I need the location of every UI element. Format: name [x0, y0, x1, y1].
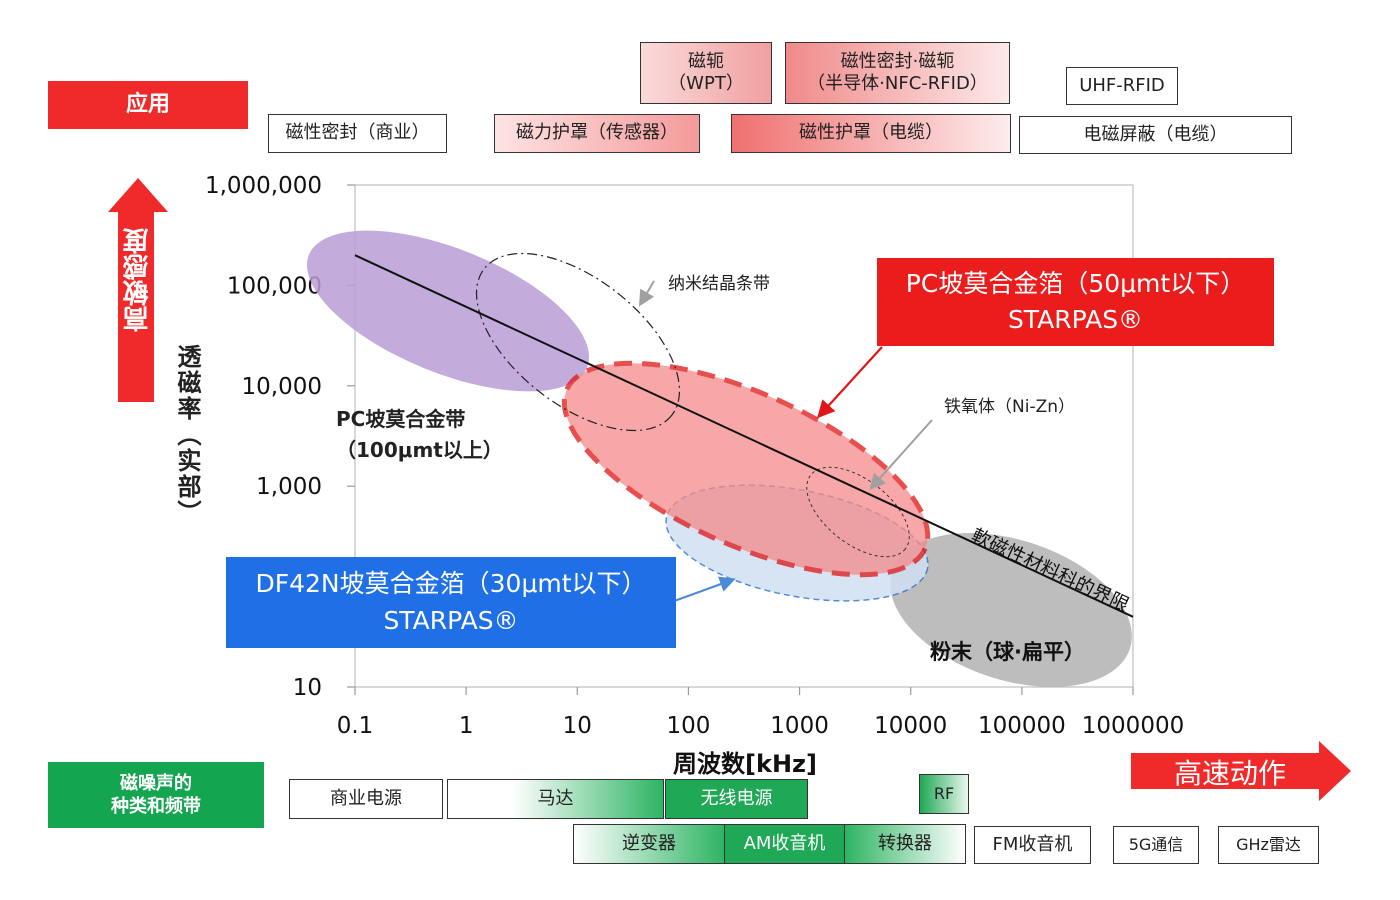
y-tick-label: 10: [293, 675, 322, 701]
nanocrystal-pointer: [638, 280, 655, 307]
noise-motor: 马达: [447, 779, 664, 819]
region-powder: [890, 533, 1132, 687]
y-tick-label: 10,000: [242, 374, 322, 400]
application-label: 应用: [48, 81, 248, 129]
region-pc-foil: [561, 360, 931, 578]
high-sensitivity-arrow: [108, 178, 168, 402]
app-emi-cable: 电磁屏蔽（电缆）: [1019, 116, 1292, 154]
ferrite-label: 铁氧体（Ni-Zn）: [944, 397, 1075, 417]
y-tick-group: 1,000,000 100,000 10,000 1,000 10: [205, 173, 355, 701]
df42n-pointer: [665, 576, 736, 605]
app-shield-sensor: 磁力护罩（传感器）: [494, 114, 700, 153]
noise-fm-radio: FM收音机: [974, 826, 1091, 864]
app-seal-yoke: 磁性密封·磁轭 （半导体·NFC-RFID）: [785, 42, 1010, 104]
y-tick-label: 100,000: [227, 273, 322, 299]
high-sensitivity-label: 高敏感度: [123, 228, 153, 332]
pc-foil-callout: PC坡莫合金箔（50μmt以下） STARPAS®: [877, 258, 1274, 346]
noise-type-label: 磁噪声的 种类和频带: [48, 762, 264, 828]
y-tick-label: 1,000: [256, 474, 322, 500]
powder-label: 粉末（球·扁平）: [930, 640, 1085, 664]
ferrite-pointer: [869, 419, 933, 490]
high-speed-label: 高速动作: [1173, 757, 1286, 790]
y-tick-label: 1,000,000: [205, 173, 322, 199]
x-tick-label: 10000: [874, 713, 947, 739]
x-tick-label: 100: [666, 713, 710, 739]
x-tick-label: 1000: [770, 713, 829, 739]
x-tick-group: 0.1 1 10 100 1000 10000 100000 1000000: [337, 687, 1184, 739]
x-tick-label: 1: [459, 713, 474, 739]
noise-commercial-power: 商业电源: [289, 779, 443, 819]
plot-frame: [354, 184, 1134, 688]
region-ferrite: [806, 466, 910, 558]
region-pc-strip: [306, 230, 590, 392]
noise-am-radio: AM收音机: [724, 824, 845, 864]
app-yoke-wpt: 磁轭 （WPT）: [640, 42, 772, 104]
high-speed-arrow: [1131, 741, 1351, 801]
y-axis-label: 透磁率（实部）: [173, 344, 201, 526]
app-uhf-rfid: UHF-RFID: [1066, 67, 1178, 105]
nanocrystal-label: 纳米结晶条带: [668, 274, 770, 294]
noise-rf: RF: [919, 774, 969, 814]
x-tick-label: 0.1: [337, 713, 374, 739]
x-tick-label: 1000000: [1082, 713, 1184, 739]
x-tick-label: 10: [563, 713, 592, 739]
noise-inverter: 逆变器: [573, 824, 725, 864]
app-shield-cable: 磁性护罩（电缆）: [731, 114, 1011, 153]
x-tick-label: 100000: [978, 713, 1066, 739]
df42n-foil-callout: DF42N坡莫合金箔（30μmt以下） STARPAS®: [226, 557, 676, 648]
soft-magnetic-limit-line: [354, 254, 1134, 618]
x-axis-label: 周波数[kHz]: [673, 750, 817, 778]
noise-ghz-radar: GHz雷达: [1218, 826, 1319, 864]
app-seal-commercial: 磁性密封（商业）: [268, 114, 447, 153]
noise-converter: 转换器: [844, 824, 966, 864]
region-nanocrystal: [475, 252, 681, 432]
pc-foil-pointer: [817, 346, 883, 419]
noise-wireless-power: 无线电源: [665, 779, 808, 819]
noise-5g: 5G通信: [1113, 826, 1199, 864]
pc-strip-label: PC坡莫合金带 （100μmt以上）: [336, 407, 503, 462]
